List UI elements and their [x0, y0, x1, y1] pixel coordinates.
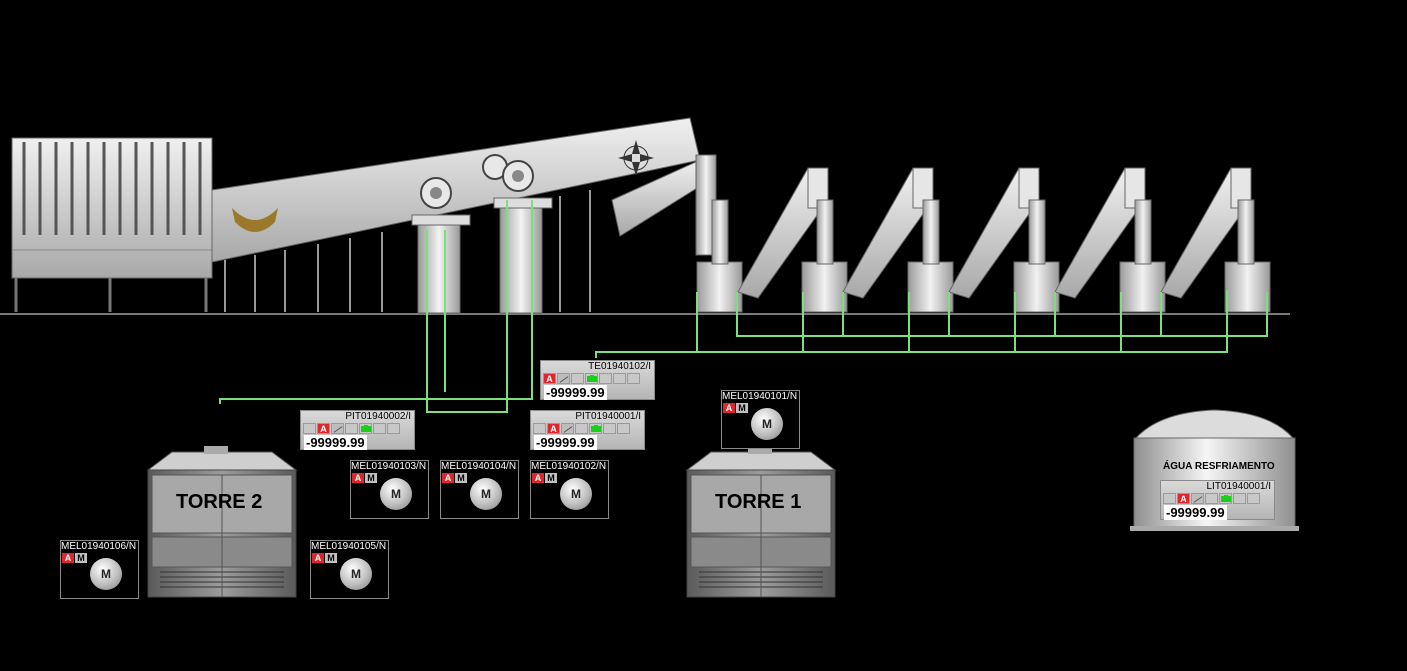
cooling-tower-1 [685, 446, 837, 598]
instrument-tag: LIT01940001/I [1206, 481, 1272, 492]
status-ok-icon [359, 423, 372, 434]
status-cell [613, 373, 626, 384]
status-ok-icon [589, 423, 602, 434]
motor-icon[interactable]: M [751, 408, 783, 440]
status-cell [571, 373, 584, 384]
status-cell [1233, 493, 1246, 504]
bypass-icon [331, 423, 344, 434]
status-cell [603, 423, 616, 434]
manual-mode-button[interactable]: M [365, 473, 377, 483]
alarm-icon[interactable]: A [543, 373, 556, 384]
tower-1-label: TORRE 1 [715, 491, 802, 513]
status-cell [599, 373, 612, 384]
mill-tandem [696, 167, 1271, 313]
alarm-icon[interactable]: A [317, 423, 330, 434]
status-cell [303, 423, 316, 434]
auto-mode-button[interactable]: A [442, 473, 454, 483]
bypass-icon [557, 373, 570, 384]
instrument-tag: PIT01940001/I [575, 411, 641, 422]
status-ok-icon [585, 373, 598, 384]
cooling-tower-2 [146, 446, 298, 598]
instrument-value: -99999.99 [304, 435, 367, 450]
bypass-icon [1191, 493, 1204, 504]
motor-tag: MEL01940104/N [441, 461, 517, 472]
pressure-faceplate-pit01940001[interactable]: PIT01940001/I A -99999.99 [530, 410, 645, 450]
motor-icon[interactable]: M [380, 478, 412, 510]
alarm-icon[interactable]: A [1177, 493, 1190, 504]
alarm-icon[interactable]: A [547, 423, 560, 434]
motor-tag: MEL01940101/N [722, 391, 798, 402]
mill-cabinet [11, 137, 213, 312]
motor-tag: MEL01940103/N [351, 461, 427, 472]
auto-mode-button[interactable]: A [723, 403, 735, 413]
conveyor-1 [211, 117, 717, 314]
status-cell [373, 423, 386, 434]
motor-icon[interactable]: M [340, 558, 372, 590]
status-cell [617, 423, 630, 434]
instrument-tag: TE01940102/I [588, 361, 651, 372]
status-ok-icon [1219, 493, 1232, 504]
motor-icon[interactable]: M [470, 478, 502, 510]
auto-mode-button[interactable]: A [532, 473, 544, 483]
level-faceplate-lit01940001[interactable]: LIT01940001/I A -99999.99 [1160, 480, 1275, 520]
manual-mode-button[interactable]: M [75, 553, 87, 563]
instrument-value: -99999.99 [544, 385, 607, 400]
auto-mode-button[interactable]: A [312, 553, 324, 563]
tower-2-label: TORRE 2 [176, 491, 263, 513]
status-cell [533, 423, 546, 434]
knife-rotor-icon [618, 140, 654, 176]
manual-mode-button[interactable]: M [545, 473, 557, 483]
status-cell [387, 423, 400, 434]
motor-tag: MEL01940102/N [531, 461, 607, 472]
instrument-value: -99999.99 [1164, 505, 1227, 520]
status-cell [1247, 493, 1260, 504]
status-cell [1205, 493, 1218, 504]
manual-mode-button[interactable]: M [455, 473, 467, 483]
temperature-faceplate-te01940102[interactable]: TE01940102/I A -99999.99 [540, 360, 655, 400]
auto-mode-button[interactable]: A [352, 473, 364, 483]
status-cell [345, 423, 358, 434]
motor-icon[interactable]: M [560, 478, 592, 510]
manual-mode-button[interactable]: M [736, 403, 748, 413]
pressure-faceplate-pit01940002[interactable]: PIT01940002/I A -99999.99 [300, 410, 415, 450]
motor-tag: MEL01940105/N [311, 541, 387, 552]
status-cell [627, 373, 640, 384]
motor-tag: MEL01940106/N [61, 541, 137, 552]
bagasse-hopper [232, 208, 278, 232]
status-cell [1163, 493, 1176, 504]
bypass-icon [561, 423, 574, 434]
manual-mode-button[interactable]: M [325, 553, 337, 563]
tank-label: ÁGUA RESFRIAMENTO [1163, 461, 1275, 472]
motor-icon[interactable]: M [90, 558, 122, 590]
auto-mode-button[interactable]: A [62, 553, 74, 563]
instrument-value: -99999.99 [534, 435, 597, 450]
instrument-tag: PIT01940002/I [345, 411, 411, 422]
cooling-water-pipes [219, 200, 1268, 413]
status-cell [575, 423, 588, 434]
